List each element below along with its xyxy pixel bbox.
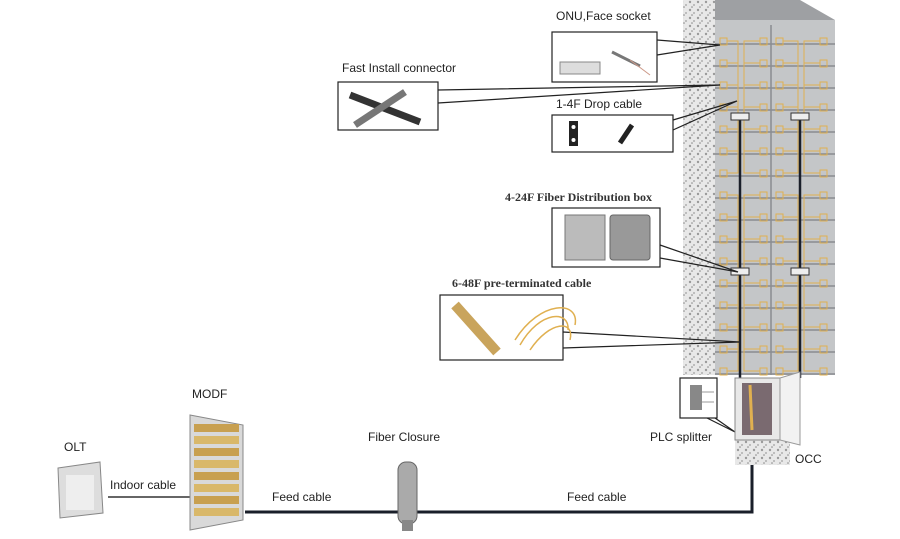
plc-splitter-callout-box — [679, 377, 718, 419]
building — [683, 0, 835, 378]
floor-box — [790, 267, 810, 276]
modf-shelf — [194, 460, 239, 468]
modf-shelf — [194, 436, 239, 444]
pre-terminated-cable-illustration — [451, 301, 577, 356]
fast-connector-illustration — [348, 89, 422, 128]
pre-terminated-label: 6-48F pre-terminated cable — [452, 276, 592, 290]
modf-shelf — [194, 508, 239, 516]
plc-splitter-illustration — [690, 385, 714, 410]
floor-box — [730, 112, 750, 121]
modf-shelf — [194, 448, 239, 456]
indoor-cable-label: Indoor cable — [110, 478, 177, 492]
fiber-route — [783, 272, 799, 372]
olt-label: OLT — [64, 440, 87, 454]
modf-shelf — [194, 496, 239, 504]
fiber-route — [727, 272, 739, 372]
floor-box — [790, 112, 810, 121]
modf-shelf — [194, 472, 239, 480]
onu-illustration — [559, 50, 651, 76]
building-side-wall — [683, 0, 715, 375]
building-roof — [683, 0, 835, 20]
onu-label: ONU,Face socket — [556, 9, 651, 23]
fiber-route — [783, 118, 799, 174]
distribution-box-illustration — [564, 214, 651, 261]
fiber-closure-label: Fiber Closure — [368, 430, 441, 444]
occ-interior — [742, 383, 772, 435]
occ-base — [735, 440, 790, 465]
modf-label: MODF — [192, 387, 228, 401]
drop-cable-label: 1-4F Drop cable — [556, 97, 643, 111]
feed-cable-line — [245, 465, 754, 514]
onu-device — [559, 61, 601, 75]
modf-shelf — [194, 484, 239, 492]
fiber-route — [803, 272, 820, 372]
drop-cable-illustration — [569, 121, 635, 146]
feed-cable-label: Feed cable — [272, 490, 332, 504]
fiber-route — [743, 118, 760, 174]
fast-connector-label: Fast Install connector — [342, 61, 457, 75]
occ-door — [779, 371, 801, 446]
callouts — [337, 31, 741, 433]
plc-splitter-label: PLC splitter — [650, 430, 713, 444]
feed-cable-label: Feed cable — [567, 490, 627, 504]
modf-rack — [189, 414, 244, 531]
distribution-box-label: 4-24F Fiber Distribution box — [505, 190, 653, 204]
fiber-route — [803, 118, 820, 174]
fiber-route — [727, 118, 739, 174]
occ-cabinet — [734, 371, 801, 465]
occ-label: OCC — [795, 452, 822, 466]
fiber-closure-device — [397, 461, 418, 531]
floor-box — [730, 267, 750, 276]
modf-shelf — [194, 424, 239, 432]
fiber-route — [743, 272, 760, 372]
olt-device — [57, 461, 104, 519]
